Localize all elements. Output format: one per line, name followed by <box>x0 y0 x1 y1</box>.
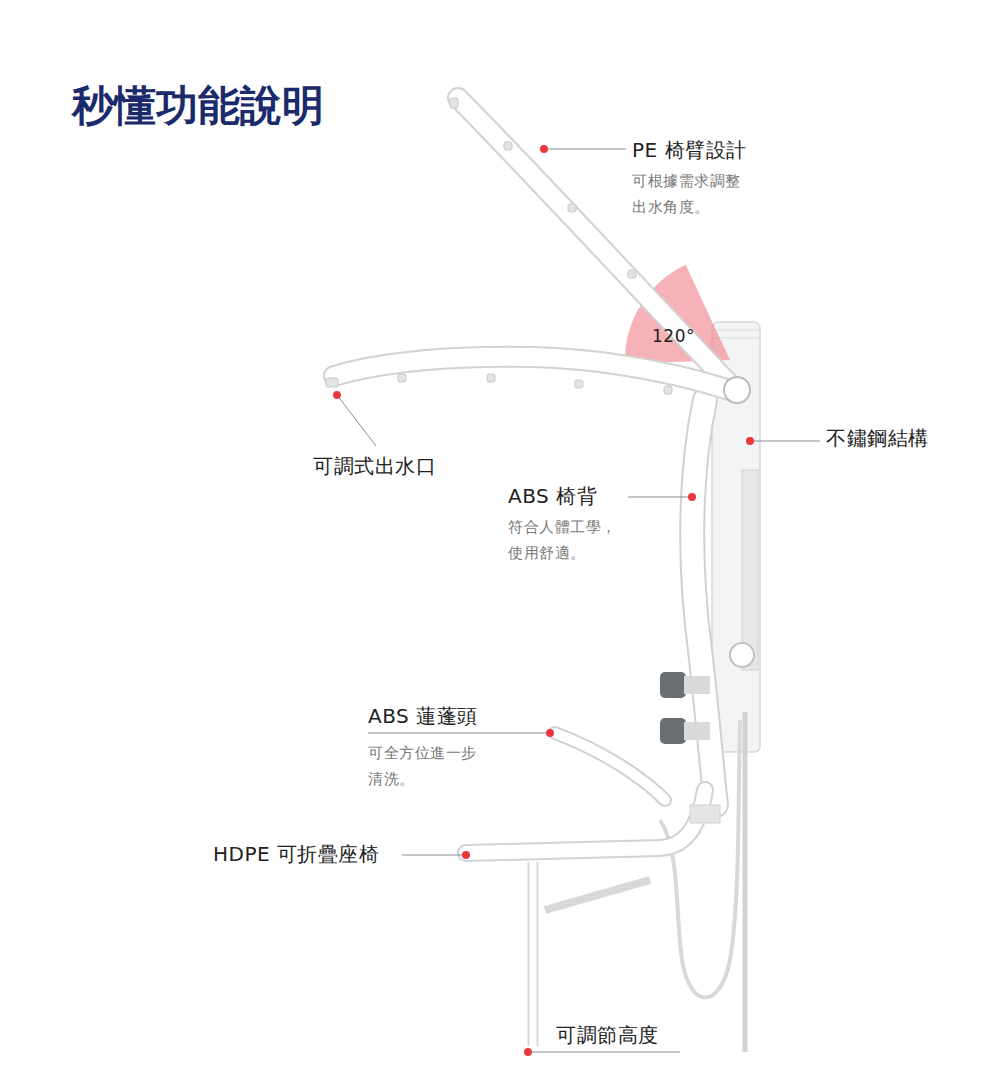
callout-dot <box>688 493 696 501</box>
callout-dot <box>462 851 470 859</box>
panel-ridge <box>712 330 760 338</box>
seat-outline <box>466 790 705 853</box>
chair-back-outline <box>692 400 716 805</box>
leader-line <box>528 1052 680 1053</box>
callout-dot <box>524 1048 532 1056</box>
panel-rail <box>742 470 758 670</box>
pivot <box>724 377 750 403</box>
shower-head <box>555 733 665 800</box>
seat-brace <box>545 880 650 910</box>
shower-head-outline <box>555 733 665 800</box>
control-knob <box>660 672 686 698</box>
seat-bracket <box>690 805 720 823</box>
seat-leg <box>528 862 539 1046</box>
leader-line <box>368 733 550 734</box>
callout-dots <box>333 145 754 1056</box>
page-title: 秒懂功能說明 <box>72 78 324 134</box>
knob-stem <box>684 676 710 694</box>
part-name: 可調節高度 <box>556 1023 659 1048</box>
pole <box>743 712 748 1052</box>
leader-lines <box>337 149 820 1052</box>
part-note: 可根據需求調整 出水角度。 <box>632 168 745 220</box>
part-name: ABS 蓮蓬頭 <box>368 704 478 729</box>
leader-line <box>402 855 466 856</box>
part-name: PE 椅臂設計 <box>632 138 747 163</box>
arm-outline <box>334 357 735 392</box>
seat <box>466 790 705 853</box>
part-name: 可調式出水口 <box>313 454 436 479</box>
chair-back <box>692 400 716 805</box>
angle-label: 120° <box>652 326 695 347</box>
callout-dot <box>546 729 554 737</box>
leader-line <box>628 497 692 498</box>
arm-nozzles <box>450 98 636 278</box>
callout-dot <box>746 437 754 445</box>
leader-line <box>544 149 626 150</box>
part-name: 不鏽鋼結構 <box>826 426 929 451</box>
callout-dot <box>540 145 548 153</box>
part-note: 符合人體工學， 使用舒適。 <box>508 514 621 566</box>
callout-dot <box>333 391 341 399</box>
part-name: ABS 椅背 <box>508 484 597 509</box>
hinge <box>730 643 754 667</box>
hose <box>660 720 740 998</box>
knob-stem <box>684 722 710 740</box>
control-knob <box>660 718 686 744</box>
arm <box>334 357 735 392</box>
arm-nozzles <box>326 374 672 394</box>
part-note: 可全方位進一步 清洗。 <box>368 740 481 792</box>
leader-line <box>337 395 376 446</box>
seat-leg <box>530 862 537 1046</box>
part-name: HDPE 可折疊座椅 <box>213 842 380 867</box>
leader-line <box>750 441 820 442</box>
